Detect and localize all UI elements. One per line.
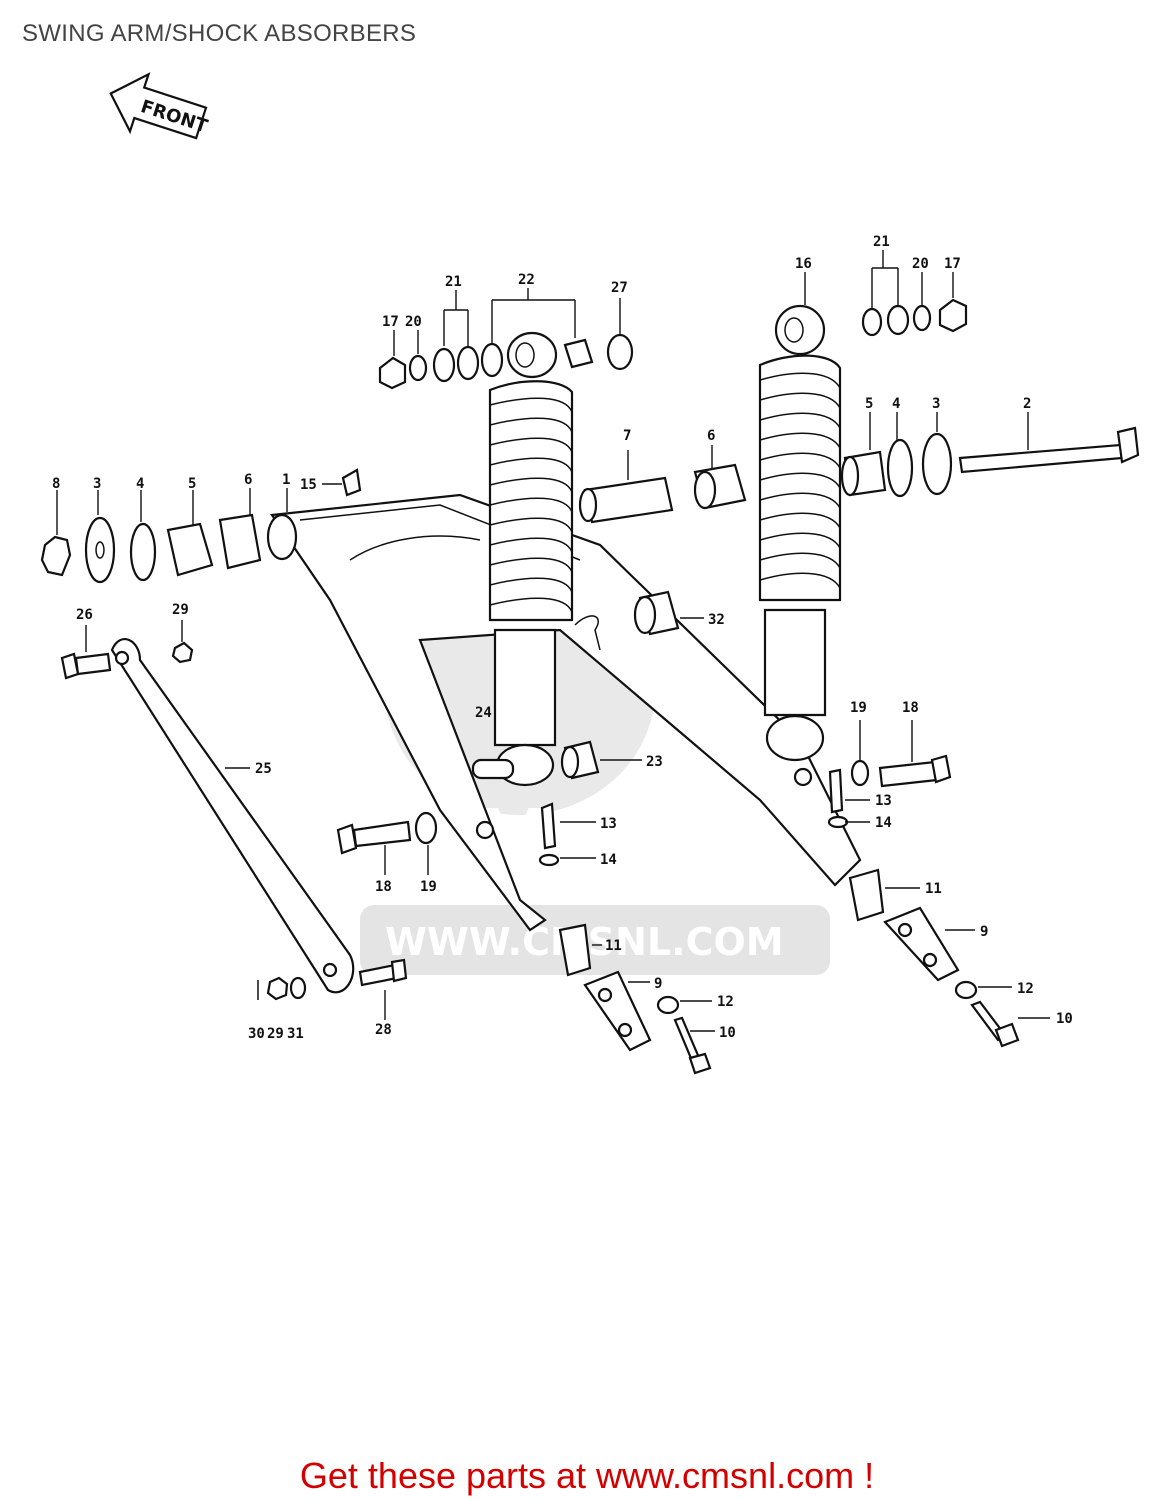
callout-13-right: 13 bbox=[875, 793, 892, 809]
callout-3-right: 3 bbox=[932, 396, 940, 412]
callout-19-left: 19 bbox=[420, 879, 437, 895]
left-axle-hardware bbox=[40, 488, 288, 584]
left-shock-spring bbox=[489, 397, 573, 613]
callout-7: 7 bbox=[623, 428, 631, 444]
bolt-13-left bbox=[538, 802, 596, 867]
collar-5 bbox=[166, 522, 214, 577]
chain-adjuster-right bbox=[848, 868, 1050, 1048]
bolt-18-left bbox=[336, 811, 438, 875]
callout-4-left: 4 bbox=[136, 476, 144, 492]
chain-guard-rubber-32 bbox=[574, 590, 704, 651]
callout-12-left: 12 bbox=[717, 994, 734, 1010]
callout-9-right: 9 bbox=[980, 924, 988, 940]
left-shock-absorber bbox=[471, 331, 574, 787]
callout-30: 30 bbox=[248, 1026, 265, 1042]
chain-adjuster-left bbox=[558, 923, 715, 1075]
callout-6-right: 6 bbox=[707, 428, 715, 444]
callout-31: 31 bbox=[287, 1026, 304, 1042]
callout-16: 16 bbox=[795, 256, 812, 272]
callout-22: 22 bbox=[518, 272, 535, 288]
callout-5-right: 5 bbox=[865, 396, 873, 412]
callout-1: 1 bbox=[282, 472, 290, 488]
bolt-13-right bbox=[827, 720, 952, 829]
callout-21-left: 21 bbox=[445, 274, 462, 290]
callout-4-right: 4 bbox=[892, 396, 900, 412]
callout-19-right: 19 bbox=[850, 700, 867, 716]
bolt-26 bbox=[60, 620, 194, 680]
callout-20-left: 20 bbox=[405, 314, 422, 330]
pivot-bushing-6 bbox=[693, 445, 747, 510]
torque-link-25 bbox=[110, 638, 355, 994]
washer-3 bbox=[84, 516, 116, 584]
callout-14-right: 14 bbox=[875, 815, 892, 831]
callout-10-right: 10 bbox=[1056, 1011, 1073, 1027]
bushing-23 bbox=[560, 740, 642, 780]
callout-24: 24 bbox=[475, 705, 492, 721]
callout-2: 2 bbox=[1023, 396, 1031, 412]
grease-nipple-15 bbox=[322, 468, 362, 497]
callout-21-right: 21 bbox=[873, 234, 890, 250]
callout-11-right: 11 bbox=[925, 881, 942, 897]
pivot-sleeve-7 bbox=[578, 450, 674, 524]
bushing-6 bbox=[218, 513, 262, 570]
o-ring-4 bbox=[129, 522, 157, 582]
callout-20-right: 20 bbox=[912, 256, 929, 272]
callout-11-left: 11 bbox=[605, 938, 622, 954]
callout-28: 28 bbox=[375, 1022, 392, 1038]
cap-nut-17 bbox=[378, 356, 407, 390]
pivot-bolt-2 bbox=[958, 443, 1124, 474]
callout-23: 23 bbox=[646, 754, 663, 770]
callout-12-right: 12 bbox=[1017, 981, 1034, 997]
left-shock-top-hardware bbox=[378, 288, 634, 390]
link-fasteners-bottom bbox=[257, 958, 408, 1020]
callout-18-left: 18 bbox=[375, 879, 392, 895]
right-shock-spring bbox=[759, 372, 841, 589]
right-shock-absorber bbox=[758, 272, 842, 762]
callout-9-left: 9 bbox=[654, 976, 662, 992]
callout-10-left: 10 bbox=[719, 1025, 736, 1041]
callout-25: 25 bbox=[255, 761, 272, 777]
callout-13-left: 13 bbox=[600, 816, 617, 832]
callout-3-left: 3 bbox=[93, 476, 101, 492]
callout-29-top: 29 bbox=[172, 602, 189, 618]
callout-14-left: 14 bbox=[600, 852, 617, 868]
nut-29-top bbox=[171, 641, 194, 664]
nut-8 bbox=[40, 535, 72, 577]
callout-8: 8 bbox=[52, 476, 60, 492]
cap-nut-17-right bbox=[938, 298, 968, 333]
callout-29-bottom: 29 bbox=[267, 1026, 284, 1042]
page-title: SWING ARM/SHOCK ABSORBERS bbox=[22, 20, 417, 47]
callout-18-right: 18 bbox=[902, 700, 919, 716]
get-parts-link[interactable]: Get these parts at www.cmsnl.com ! bbox=[299, 1455, 875, 1496]
callout-17-right: 17 bbox=[944, 256, 961, 272]
callout-labels: 8 3 4 5 6 1 15 17 20 21 22 27 7 6 16 21 … bbox=[52, 234, 1073, 1042]
callout-15: 15 bbox=[300, 477, 317, 493]
callout-17-left: 17 bbox=[382, 314, 399, 330]
right-shock-top-hardware bbox=[861, 250, 968, 337]
callout-27: 27 bbox=[611, 280, 628, 296]
right-axle-hardware bbox=[840, 412, 1140, 498]
callout-26: 26 bbox=[76, 607, 93, 623]
callout-5-left: 5 bbox=[188, 476, 196, 492]
callout-32: 32 bbox=[708, 612, 725, 628]
callout-6-left: 6 bbox=[244, 472, 252, 488]
front-arrow-icon: FRONT bbox=[109, 72, 211, 140]
exploded-parts-diagram: CMS WWW.CMSNL.COM FRONT bbox=[40, 72, 1140, 1075]
